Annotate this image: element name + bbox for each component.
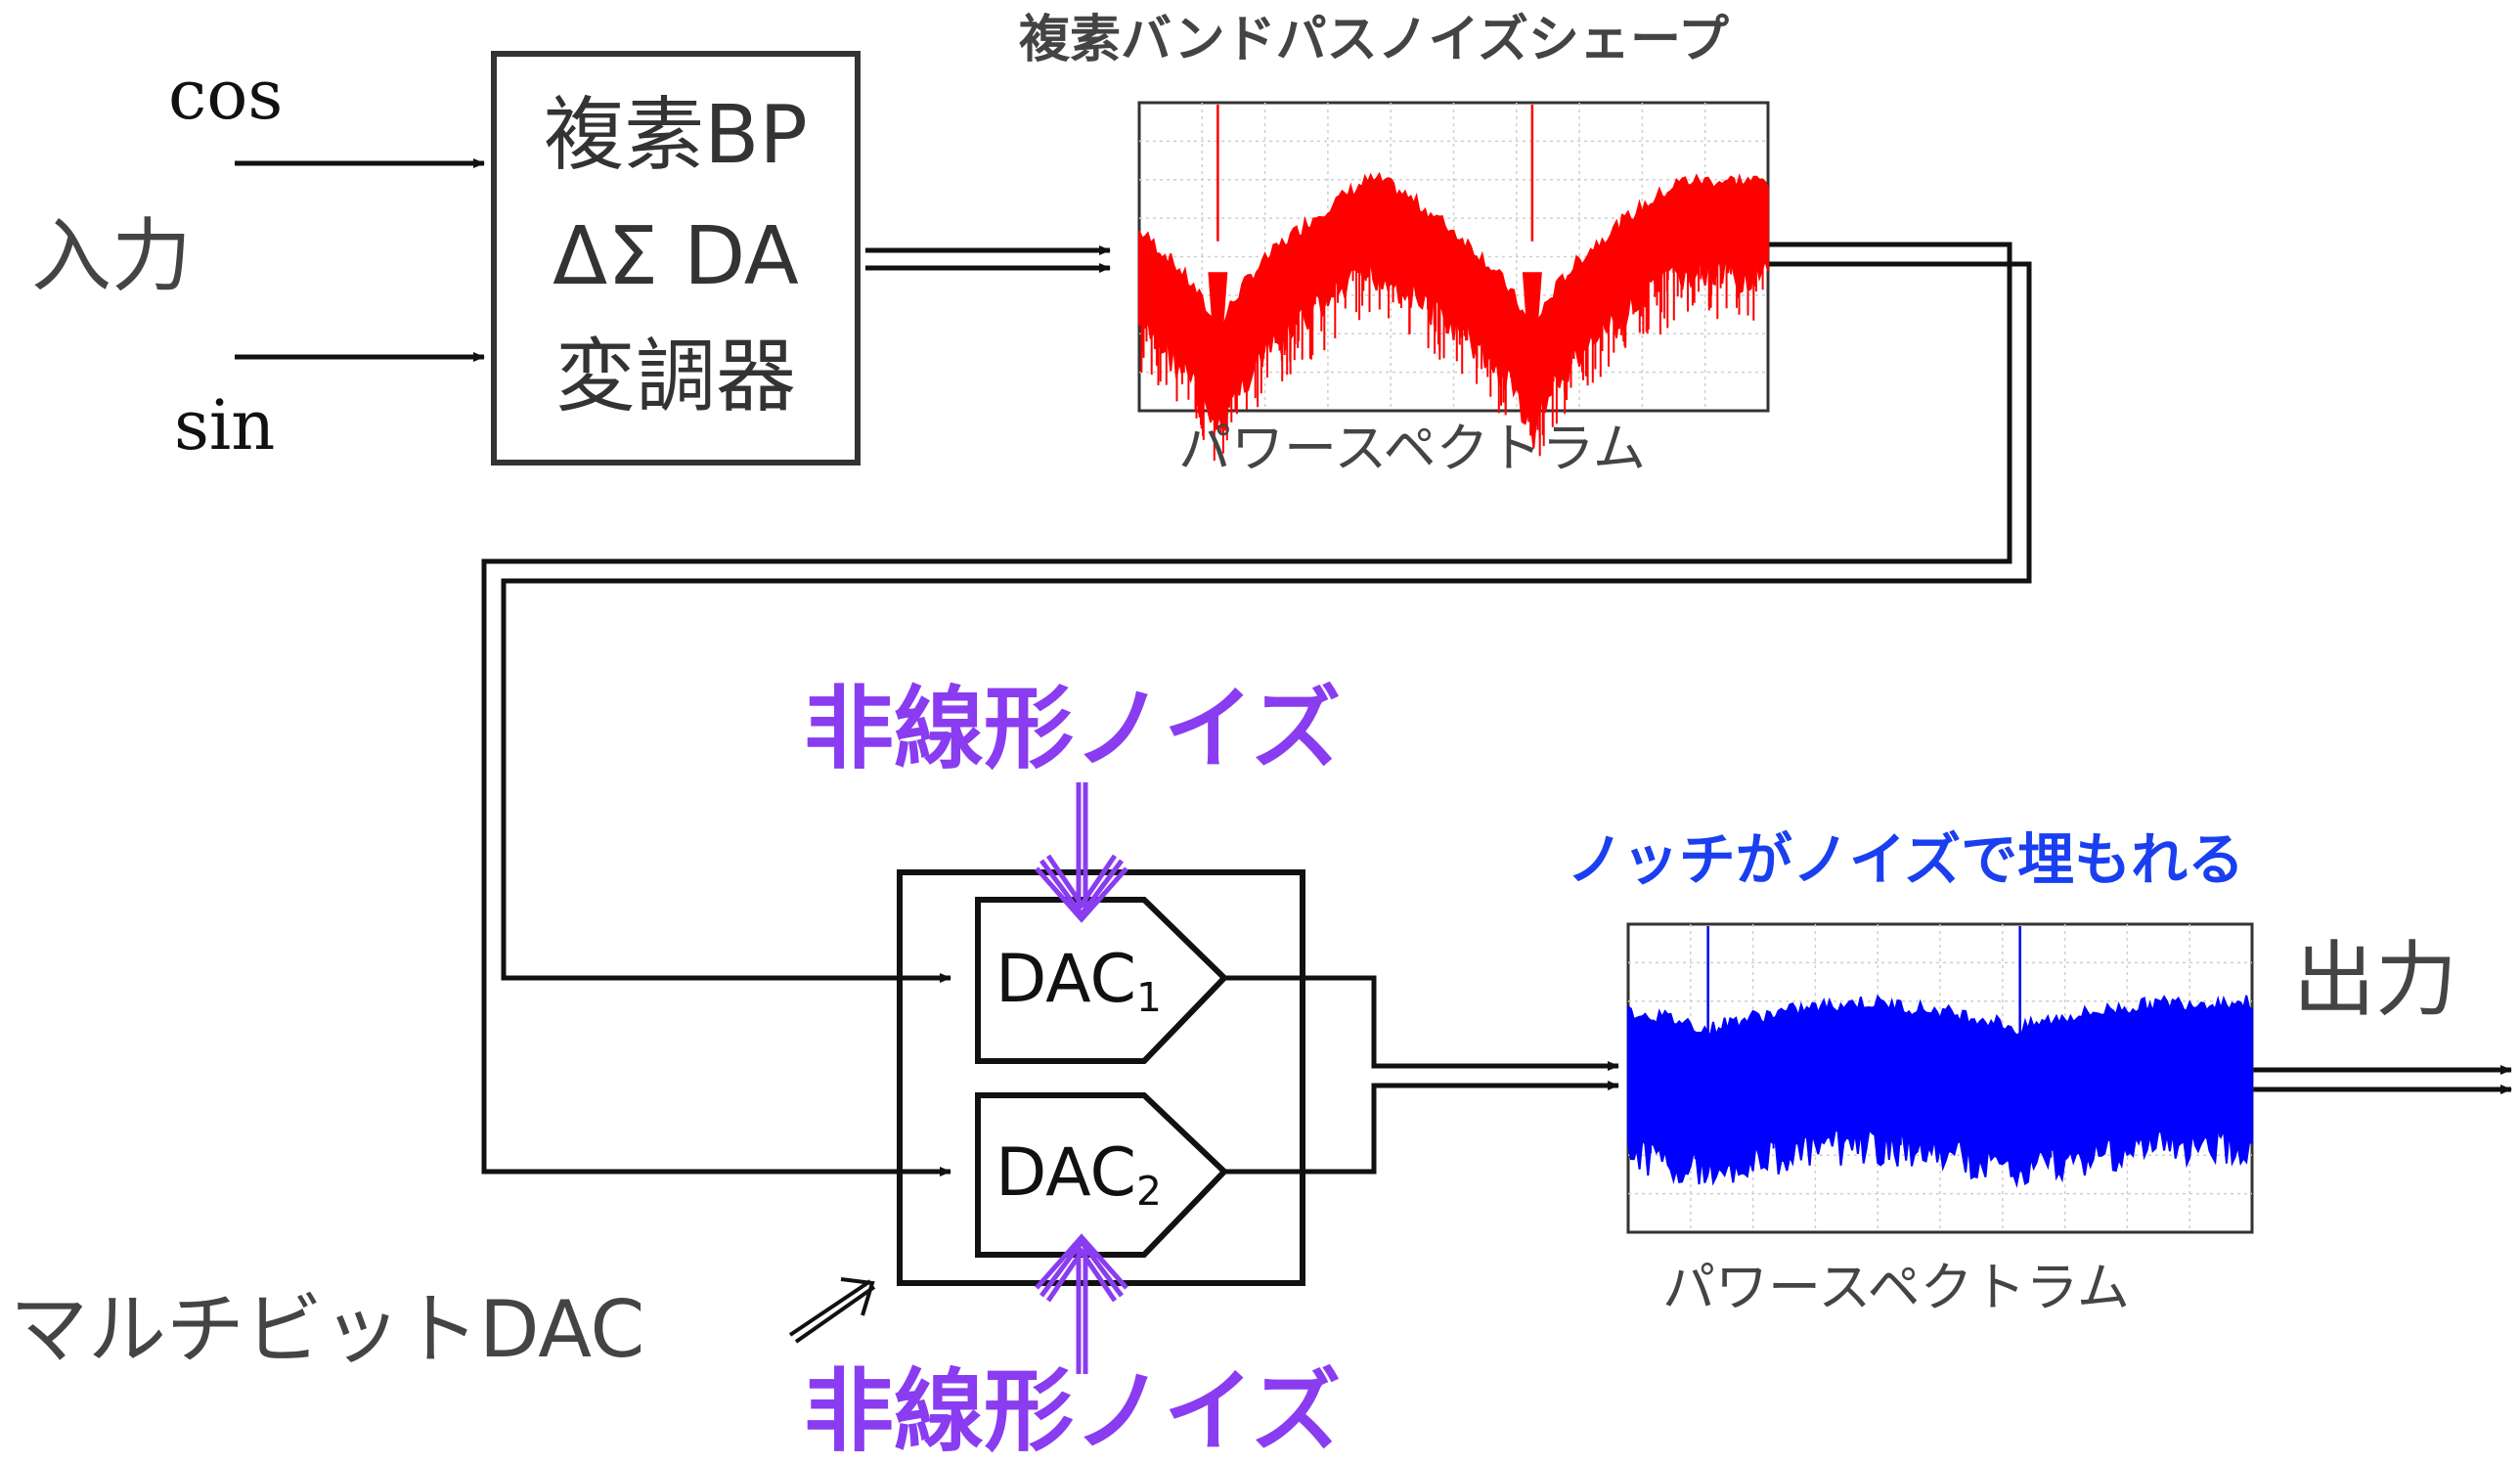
notch xyxy=(1522,272,1542,405)
cos-label: cos xyxy=(168,55,284,135)
output-label: 出力 xyxy=(2293,932,2458,1028)
dac1-label: DAC1 xyxy=(995,947,1162,1018)
input-label: 入力 xyxy=(31,210,193,303)
route-inner xyxy=(501,261,2032,981)
multibit-dac-label: マルチビットDAC xyxy=(10,1284,645,1375)
spectrum-top-title: 複素バンドパスノイズシェープ xyxy=(1019,11,1729,69)
spectrum-top-xlabel: パワースペクトラム xyxy=(1178,418,1646,479)
nonlinear-noise-arrow-top xyxy=(1035,782,1128,923)
dac2-shape xyxy=(975,1092,1229,1258)
dac2-name: DAC xyxy=(995,1134,1136,1212)
dac2-output-line xyxy=(1224,1083,1612,1175)
dac1-shape xyxy=(975,897,1229,1064)
multibit-pointer-arrow xyxy=(788,1277,876,1344)
dac2-label: DAC2 xyxy=(995,1140,1162,1212)
modulator-label-line3: 変調器 xyxy=(554,331,796,423)
spectrum-bottom-xlabel: パワースペクトラム xyxy=(1662,1257,2130,1318)
dac1-subscript: 1 xyxy=(1135,974,1162,1022)
nonlinear-noise-arrow-bottom xyxy=(1035,1233,1128,1374)
nonlinear-noise-bottom-label: 非線形ノイズ xyxy=(804,1359,1342,1464)
dac1-name: DAC xyxy=(995,941,1136,1018)
dac1-output-line xyxy=(1224,975,1612,1069)
modulator-box xyxy=(491,51,861,466)
dac2-subscript: 2 xyxy=(1135,1168,1162,1216)
notch xyxy=(1208,272,1228,405)
spectrum-bottom-title: ノッチがノイズで埋もれる xyxy=(1567,826,2245,893)
route-outer xyxy=(481,242,2012,1175)
spectrum-plot-bottom xyxy=(1626,922,2254,1234)
nonlinear-noise-top-label: 非線形ノイズ xyxy=(804,677,1342,781)
modulator-label-line1: 複素BP xyxy=(544,89,808,182)
spectrum-plot-top xyxy=(1137,101,1770,462)
sin-label: sin xyxy=(174,385,276,466)
modulator-label-line2: ΔΣ DA xyxy=(553,210,799,303)
